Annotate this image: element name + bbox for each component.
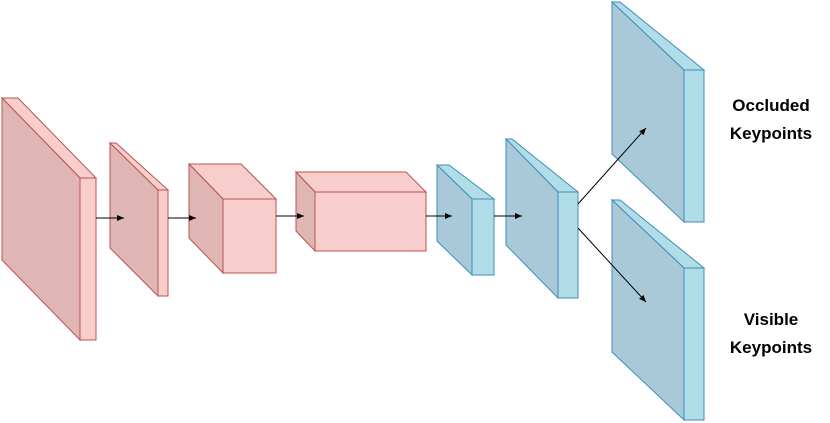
encoder-layer-4	[294, 170, 428, 253]
decoder-layer-1	[435, 163, 496, 277]
visible-label-line1: Visible	[744, 310, 799, 329]
encoder-layer-3	[187, 162, 278, 275]
arrow-to-visible	[577, 227, 647, 303]
encoder-layer-1	[0, 96, 98, 342]
occluded-label-line1: Occluded	[732, 96, 809, 115]
output-head-occluded	[610, 0, 706, 224]
encoder-layer-2	[108, 141, 170, 298]
occluded-label-line2: Keypoints	[730, 124, 812, 143]
arrow-to-occluded	[577, 127, 647, 205]
decoder-layer-2	[504, 137, 580, 300]
visible-label-line2: Keypoints	[730, 338, 812, 357]
output-head-visible	[610, 198, 706, 422]
